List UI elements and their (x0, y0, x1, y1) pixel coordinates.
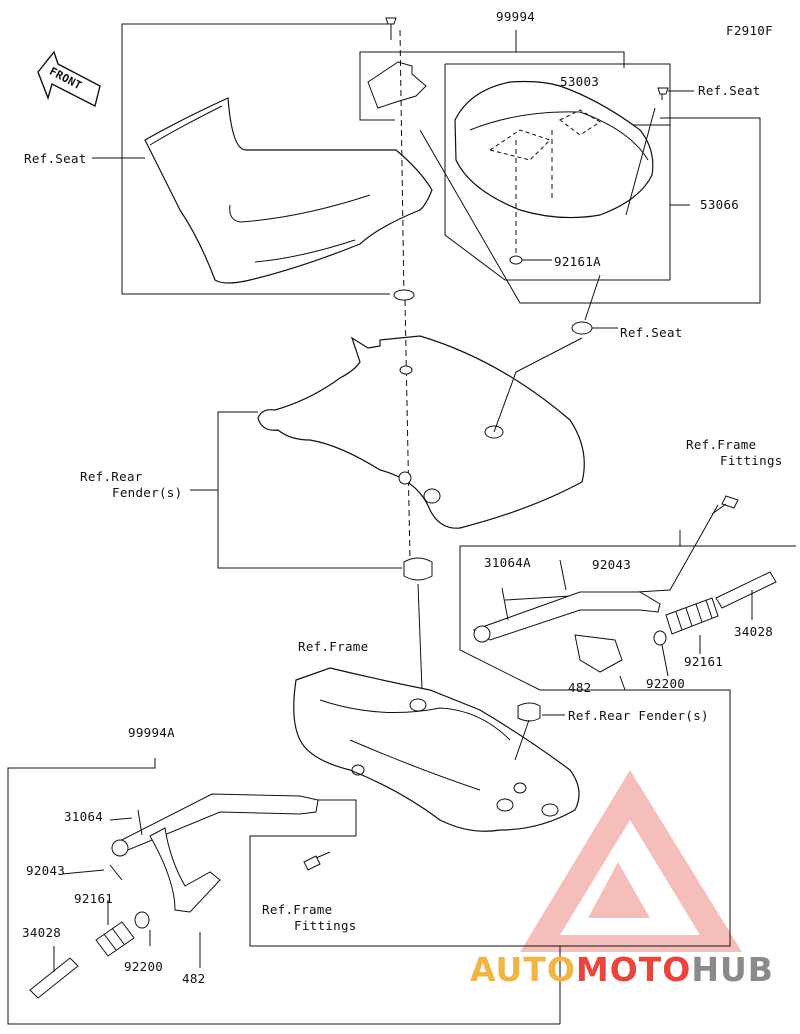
label-92043-top: 92043 (592, 557, 632, 572)
watermark-logo-icon (520, 770, 742, 952)
label-92043-left: 92043 (26, 863, 66, 878)
label-ref-rear-fender-2: Fender(s) (112, 485, 183, 500)
label-ref-rear-fender-frame: Ref.Rear Fender(s) (568, 708, 709, 723)
label-31064: 31064 (64, 809, 104, 824)
label-ref-frame-fittings-bot-2: Fittings (294, 918, 357, 933)
watermark-auto: AUTO (470, 950, 576, 989)
label-99994: 99994 (496, 9, 536, 24)
label-ref-seat-left: Ref.Seat (24, 151, 87, 166)
figure-code: F2910F (726, 23, 773, 38)
label-ref-frame-fittings-top-1: Ref.Frame (686, 437, 757, 452)
watermark-text: AUTOMOTOHUB (470, 950, 774, 989)
label-92161-left: 92161 (74, 891, 114, 906)
label-34028-right: 34028 (734, 624, 774, 639)
label-482-left: 482 (182, 971, 206, 986)
label-ref-frame-fittings-bot-1: Ref.Frame (262, 902, 333, 917)
label-ref-frame: Ref.Frame (298, 639, 369, 654)
label-31064a: 31064A (484, 555, 531, 570)
label-92200-left: 92200 (124, 959, 164, 974)
label-ref-seat-mid: Ref.Seat (620, 325, 683, 340)
label-53003: 53003 (560, 74, 600, 89)
label-99994a: 99994A (128, 725, 175, 740)
watermark-moto: MOTO (575, 950, 692, 989)
front-arrow-icon (37, 50, 101, 108)
label-92161-right: 92161 (684, 654, 724, 669)
label-92200-right: 92200 (646, 676, 686, 691)
label-ref-frame-fittings-top-2: Fittings (720, 453, 783, 468)
watermark-hub: HUB (691, 950, 774, 989)
label-53066: 53066 (700, 197, 740, 212)
label-92161a: 92161A (554, 254, 601, 269)
label-ref-seat-top: Ref.Seat (698, 83, 761, 98)
label-482-right: 482 (568, 680, 592, 695)
label-34028-left: 34028 (22, 925, 62, 940)
label-ref-rear-fender-1: Ref.Rear (80, 469, 143, 484)
